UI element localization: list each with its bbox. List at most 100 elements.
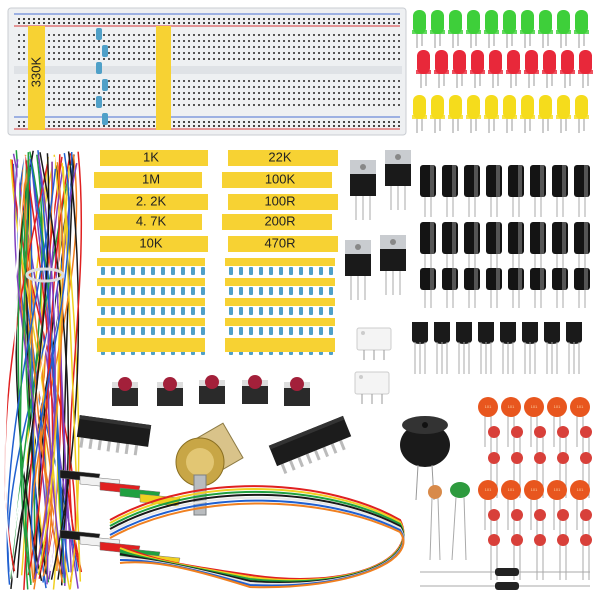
tactile-buttons — [112, 375, 310, 406]
ceramic-capacitor: 101 — [501, 480, 521, 530]
ic-chip — [75, 415, 151, 457]
led — [466, 10, 481, 48]
led — [448, 95, 463, 133]
transistor — [456, 322, 472, 374]
led — [578, 50, 593, 88]
ceramic-capacitor: 101 — [570, 397, 590, 447]
transistor — [434, 322, 450, 374]
resistor-band-right: 100R — [228, 193, 338, 210]
voltage-regulators — [345, 150, 411, 300]
ceramic-capacitor — [580, 509, 592, 555]
ceramic-capacitor: 101 — [547, 397, 567, 447]
led — [542, 50, 557, 88]
breadboard-yellow-strip — [156, 26, 171, 130]
breadboard-resistor — [102, 79, 108, 91]
electrolytic-capacitor — [552, 165, 568, 217]
capacitor-marking: 101 — [485, 487, 492, 492]
transistor — [412, 322, 428, 374]
capacitor-marking: 101 — [508, 404, 515, 409]
ceramic-capacitors: 101101101101101101101101101101 — [478, 397, 592, 580]
led — [574, 10, 589, 48]
resistor-band-left: 1M — [94, 171, 202, 188]
buzzer — [400, 416, 450, 500]
electrolytic-capacitor — [464, 268, 480, 308]
resistor-value-label: 100K — [265, 171, 296, 186]
ceramic-capacitor: 101 — [478, 397, 498, 447]
capacitor-marking: 101 — [577, 487, 584, 492]
resistor-band-right: 470R — [228, 235, 338, 252]
electrolytic-capacitor — [442, 222, 458, 274]
led — [412, 95, 427, 133]
electrolytic-capacitor — [574, 222, 590, 274]
led — [560, 50, 575, 88]
resistor-band-right: 100K — [222, 171, 332, 188]
ceramic-capacitor — [580, 534, 592, 580]
ceramic-capacitor: 101 — [524, 480, 544, 530]
led — [556, 10, 571, 48]
tactile-button — [199, 375, 225, 404]
electrolytic-capacitor — [486, 165, 502, 217]
breadboard-resistor-label: 330K — [28, 26, 45, 130]
electrolytic-capacitor — [420, 165, 436, 217]
ceramic-capacitor — [511, 509, 523, 555]
led — [448, 10, 463, 48]
transistor — [544, 322, 560, 374]
led — [484, 10, 499, 48]
transistor — [522, 322, 538, 374]
electrolytic-capacitor — [574, 268, 590, 308]
ceramic-capacitor — [511, 426, 523, 472]
optocoupler — [357, 328, 391, 360]
transistor — [478, 322, 494, 374]
tactile-button — [157, 377, 183, 406]
resistor-band-left: 10K — [100, 235, 208, 252]
ic-chip — [269, 416, 355, 476]
electrolytic-capacitor — [486, 268, 502, 308]
breadboard-resistor — [96, 96, 102, 108]
ceramic-capacitor — [580, 426, 592, 472]
voltage-regulator — [350, 160, 376, 220]
resistor-value-label: 1M — [142, 171, 160, 186]
led — [466, 95, 481, 133]
capacitor-marking: 101 — [577, 404, 584, 409]
diodes — [420, 568, 590, 590]
ceramic-capacitor: 101 — [501, 397, 521, 447]
electrolytic-capacitor — [420, 268, 436, 308]
electrolytic-capacitors — [420, 165, 590, 308]
led — [538, 95, 553, 133]
led — [556, 95, 571, 133]
resistor-band-left: 1K — [100, 149, 208, 166]
resistor-value-label: 1K — [143, 149, 159, 164]
ceramic-capacitor — [557, 509, 569, 555]
ceramic-capacitor — [534, 426, 546, 472]
photoresistor — [428, 482, 470, 560]
electrolytic-capacitor — [464, 222, 480, 274]
jumper-wire-bundle — [5, 150, 82, 590]
tactile-button — [284, 377, 310, 406]
capacitor-marking: 101 — [485, 404, 492, 409]
capacitor-marking: 101 — [531, 487, 538, 492]
capacitor-marking: 101 — [554, 404, 561, 409]
ceramic-capacitor — [488, 426, 500, 472]
electrolytic-capacitor — [442, 268, 458, 308]
breadboard: 330K — [8, 8, 406, 135]
optocouplers — [355, 328, 391, 404]
electrolytic-capacitor — [552, 268, 568, 308]
led — [412, 10, 427, 48]
breadboard-resistor — [96, 28, 102, 40]
electrolytic-capacitor — [530, 268, 546, 308]
electrolytic-capacitor — [508, 165, 524, 217]
led — [434, 50, 449, 88]
led — [524, 50, 539, 88]
resistor-band-left: 4. 7K — [94, 213, 202, 230]
electrolytic-capacitor — [508, 222, 524, 274]
ceramic-capacitor: 101 — [547, 480, 567, 530]
led — [416, 50, 431, 88]
led — [538, 10, 553, 48]
led — [484, 95, 499, 133]
breadboard-resistor — [102, 113, 108, 125]
electrolytic-capacitor — [530, 222, 546, 274]
electrolytic-capacitor — [420, 222, 436, 274]
wire-loop — [110, 486, 403, 587]
led — [470, 50, 485, 88]
ceramic-capacitor — [534, 509, 546, 555]
